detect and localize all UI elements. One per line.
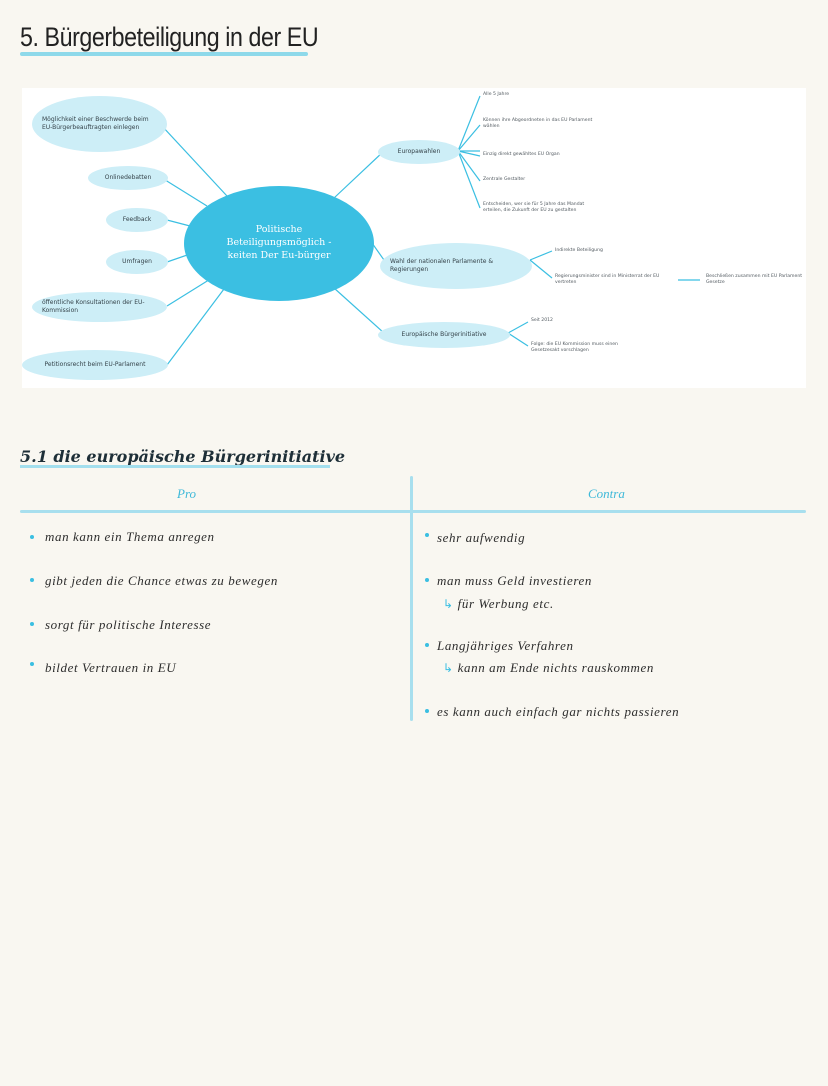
bullet-icon	[30, 578, 34, 582]
section-title-underline	[20, 465, 330, 468]
node-petitionsrecht-label: Petitionsrecht beim EU-Parlament	[44, 361, 146, 369]
leaf-bi-1: Seit 2012	[531, 318, 553, 323]
node-umfragen: Umfragen	[106, 250, 168, 274]
mind-map-connectors	[161, 95, 700, 366]
bullet-icon	[30, 622, 34, 626]
node-onlinedebatten: Onlinedebatten	[88, 166, 168, 190]
table-divider-vertical	[410, 476, 413, 721]
pro-item: bildet Vertrauen in EU	[45, 660, 177, 675]
leaf-wahl-1: Indirekte Beteiligung	[555, 248, 603, 253]
contra-subitem: ↳kann am Ende nichts rauskommen	[443, 660, 654, 676]
page-title: 5. Bürgerbeteiligung in der EU	[20, 22, 319, 52]
node-nationale-wahl-label: Wahl der nationalen Parlamente & Regieru…	[390, 258, 493, 273]
contra-item: sehr aufwendig	[437, 530, 526, 545]
bullet-icon	[30, 535, 34, 539]
table-divider-horizontal	[20, 510, 806, 513]
bullet-icon	[30, 662, 34, 666]
contra-item: Langjähriges Verfahren	[437, 638, 574, 653]
node-konsultationen: öffentliche Konsultationen der EU-Kommis…	[32, 292, 167, 322]
node-beschwerde-label: Möglichkeit einer Beschwerde beim EU-Bür…	[42, 116, 149, 131]
leaf-europawahlen-2: Können ihre Abgeordneten in das EU Parla…	[483, 118, 593, 130]
leaf-wahl-2: Regierungsminister sind in Ministerrat d…	[555, 274, 660, 286]
arrow-right-icon: ↳	[443, 661, 454, 675]
node-europawahlen-label: Europawahlen	[397, 148, 441, 156]
pro-item: gibt jeden die Chance etwas zu bewegen	[45, 573, 278, 588]
pro-item: man kann ein Thema anregen	[45, 529, 215, 544]
node-center: Politische Beteiligungsmöglich -keiten D…	[184, 186, 374, 301]
bullet-icon	[425, 533, 429, 537]
node-buergerinitiative-label: Europäische Bürgerinitiative	[401, 331, 487, 339]
leaf-europawahlen-3: Einzig direkt gewähltes EU Organ	[483, 152, 560, 157]
node-beschwerde: Möglichkeit einer Beschwerde beim EU-Bür…	[32, 96, 167, 152]
arrow-right-icon: ↳	[443, 597, 454, 611]
node-europawahlen: Europawahlen	[378, 140, 460, 164]
node-center-label: Politische Beteiligungsmöglich -keiten D…	[226, 224, 332, 261]
leaf-europawahlen-1: Alle 5 Jahre	[483, 92, 510, 97]
bullet-icon	[425, 709, 429, 713]
contra-heading: Contra	[588, 486, 625, 501]
leaf-europawahlen-4: Zentrale Gestalter	[483, 177, 526, 182]
pro-heading: Pro	[177, 486, 197, 501]
contra-subitem: ↳für Werbung etc.	[443, 596, 554, 612]
node-feedback-label: Feedback	[122, 216, 152, 224]
title-underline	[20, 52, 308, 56]
section-title: 5.1 die europäische Bürgerinitiative	[20, 447, 346, 466]
leaf-bi-2: Folge: die EU Kommission muss einen Gese…	[531, 342, 618, 354]
node-konsultationen-label: öffentliche Konsultationen der EU-Kommis…	[42, 299, 145, 314]
node-umfragen-label: Umfragen	[122, 258, 152, 266]
bullet-icon	[425, 643, 429, 647]
contra-subitem-text: für Werbung etc.	[457, 596, 554, 611]
node-buergerinitiative: Europäische Bürgerinitiative	[378, 322, 510, 348]
node-onlinedebatten-label: Onlinedebatten	[104, 174, 152, 182]
pro-item: sorgt für politische Interesse	[45, 617, 212, 632]
node-nationale-wahl: Wahl der nationalen Parlamente & Regieru…	[380, 243, 532, 289]
leaf-europawahlen-5: Entscheiden, wer sie für 5 Jahre das Man…	[483, 202, 585, 214]
contra-subitem-text: kann am Ende nichts rauskommen	[457, 660, 655, 675]
leaf-wahl-extra: Beschließen zusammen mit EU Parlament Ge…	[706, 274, 803, 286]
contra-item: es kann auch einfach gar nichts passiere…	[437, 704, 680, 719]
mind-map: Möglichkeit einer Beschwerde beim EU-Bür…	[22, 88, 806, 388]
node-petitionsrecht: Petitionsrecht beim EU-Parlament	[22, 350, 168, 380]
contra-item: man muss Geld investieren	[437, 573, 592, 588]
node-feedback: Feedback	[106, 208, 168, 232]
bullet-icon	[425, 578, 429, 582]
